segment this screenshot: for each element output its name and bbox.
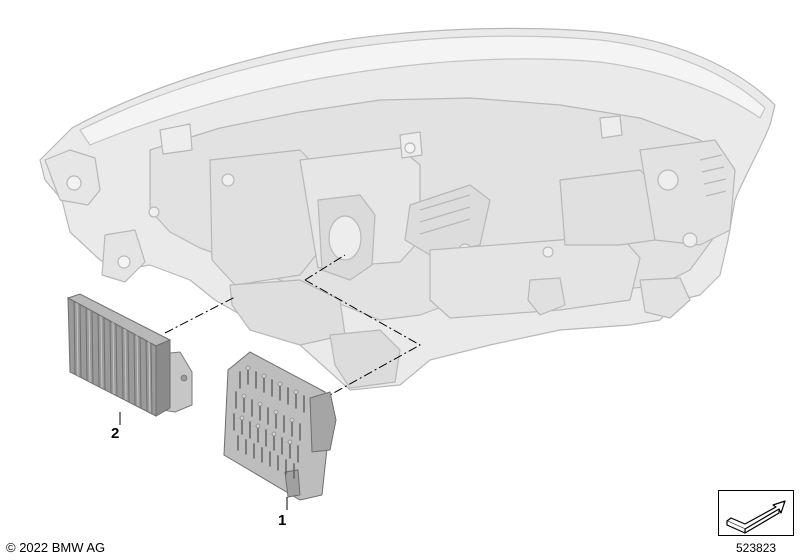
leader-lines (119, 412, 288, 510)
headlight-housing (39, 27, 776, 391)
callout-number-1: 1 (278, 512, 287, 529)
callout-number-2: 2 (111, 425, 120, 442)
copyright-text: © 2022 BMW AG (6, 540, 106, 555)
control-unit-part (66, 293, 193, 417)
diagram-number: 523823 (736, 541, 777, 555)
arrow-icon (726, 500, 786, 534)
next-diagram-button[interactable] (718, 490, 794, 536)
assembly-lines (164, 254, 422, 396)
led-module-part (223, 351, 337, 501)
